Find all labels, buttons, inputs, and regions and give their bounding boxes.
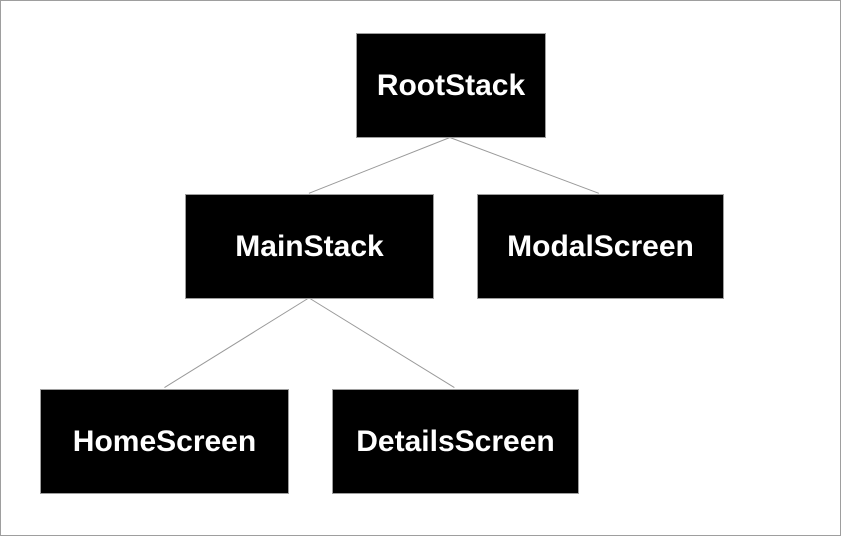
edge-mainstack-detailsscreen [308, 297, 455, 388]
edge-mainstack-homescreen [164, 297, 310, 388]
node-detailsscreen: DetailsScreen [332, 389, 579, 494]
node-mainstack: MainStack [185, 194, 434, 299]
node-label: MainStack [235, 229, 384, 263]
edge-rootstack-mainstack [308, 137, 451, 194]
node-label: HomeScreen [72, 424, 257, 458]
node-modalscreen: ModalScreen [477, 194, 724, 299]
node-label: ModalScreen [507, 229, 694, 263]
node-label: DetailsScreen [356, 424, 555, 458]
edge-rootstack-modalscreen [449, 137, 600, 194]
node-homescreen: HomeScreen [40, 389, 289, 494]
node-rootstack: RootStack [356, 33, 546, 138]
node-label: RootStack [376, 68, 526, 102]
